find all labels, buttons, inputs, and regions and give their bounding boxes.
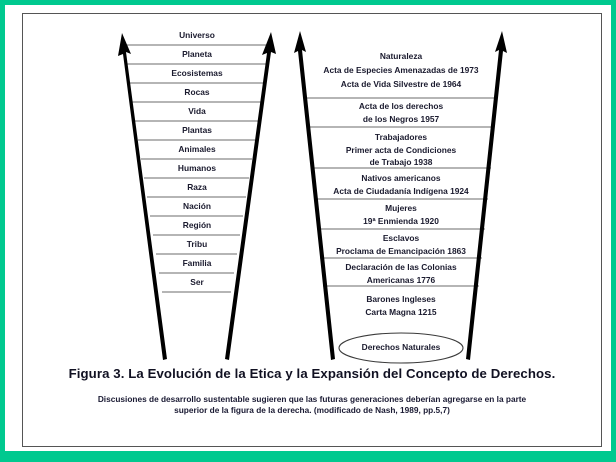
left-row-label: Familia (183, 258, 212, 268)
derechos-naturales-ellipse (338, 332, 464, 364)
left-row-label: Ser (190, 277, 204, 287)
right-row-label: Proclama de Emancipación 1863 (336, 246, 466, 256)
derechos-naturales-label: Derechos Naturales (362, 342, 441, 352)
right-row-label: Declaración de las Colonias (345, 262, 457, 272)
right-row-label: Americanas 1776 (367, 275, 436, 285)
right-row-label: Mujeres (385, 203, 417, 213)
right-row-label: 19ª Enmienda 1920 (363, 216, 439, 226)
right-funnel-dividers (305, 97, 497, 287)
right-row-label: Acta de Especies Amenazadas de 1973 (323, 65, 479, 75)
left-row-label: Universo (179, 30, 215, 40)
left-row-label: Rocas (184, 87, 209, 97)
right-funnel-right-arrow (466, 31, 507, 360)
right-row-label: Naturaleza (380, 51, 423, 61)
right-row-label: Carta Magna 1215 (365, 307, 437, 317)
left-row-label: Humanos (178, 163, 217, 173)
right-row-label: Nativos americanos (361, 173, 440, 183)
left-row-label: Vida (188, 106, 206, 116)
right-row-label: Acta de Ciudadanía Indígena 1924 (333, 186, 469, 196)
figure-drawing-area: Universo Planeta Ecosistemas Rocas Vida … (23, 14, 601, 364)
right-row-label: Esclavos (383, 233, 420, 243)
right-funnel-left-arrow (294, 31, 335, 360)
left-row-label: Plantas (182, 125, 212, 135)
left-row-label: Ecosistemas (171, 68, 223, 78)
left-funnel-right-arrow (225, 32, 276, 360)
left-funnel: Universo Planeta Ecosistemas Rocas Vida … (118, 30, 276, 360)
figure-caption-note-line2: superior de la figura de la derecha. (mo… (174, 405, 450, 415)
left-row-label: Animales (178, 144, 216, 154)
left-row-label: Nación (183, 201, 211, 211)
left-funnel-left-arrow (118, 33, 167, 360)
figure-caption-note-line1: Discusiones de desarrollo sustentable su… (97, 394, 527, 404)
left-funnel-dividers (123, 44, 270, 293)
left-row-label: Región (183, 220, 211, 230)
right-row-label: Acta de Vida Silvestre de 1964 (341, 79, 462, 89)
left-row-label: Planeta (182, 49, 212, 59)
figure-caption-note: Discusiones de desarrollo sustentable su… (41, 394, 583, 416)
left-row-label: Tribu (187, 239, 207, 249)
right-row-label: Trabajadores (375, 132, 427, 142)
right-row-label: de los Negros 1957 (363, 114, 440, 124)
right-row-label: de Trabajo 1938 (370, 157, 433, 167)
figure-panel: Universo Planeta Ecosistemas Rocas Vida … (22, 13, 602, 447)
right-row-label: Barones Ingleses (366, 294, 436, 304)
figure-svg: Universo Planeta Ecosistemas Rocas Vida … (118, 30, 507, 364)
right-row-label: Acta de los derechos (359, 101, 444, 111)
right-row-label: Primer acta de Condiciones (346, 145, 457, 155)
figure-caption-title: Figura 3. La Evolución de la Etica y la … (68, 366, 556, 381)
right-funnel: Naturaleza Acta de Especies Amenazadas d… (294, 31, 507, 364)
left-row-label: Raza (187, 182, 207, 192)
